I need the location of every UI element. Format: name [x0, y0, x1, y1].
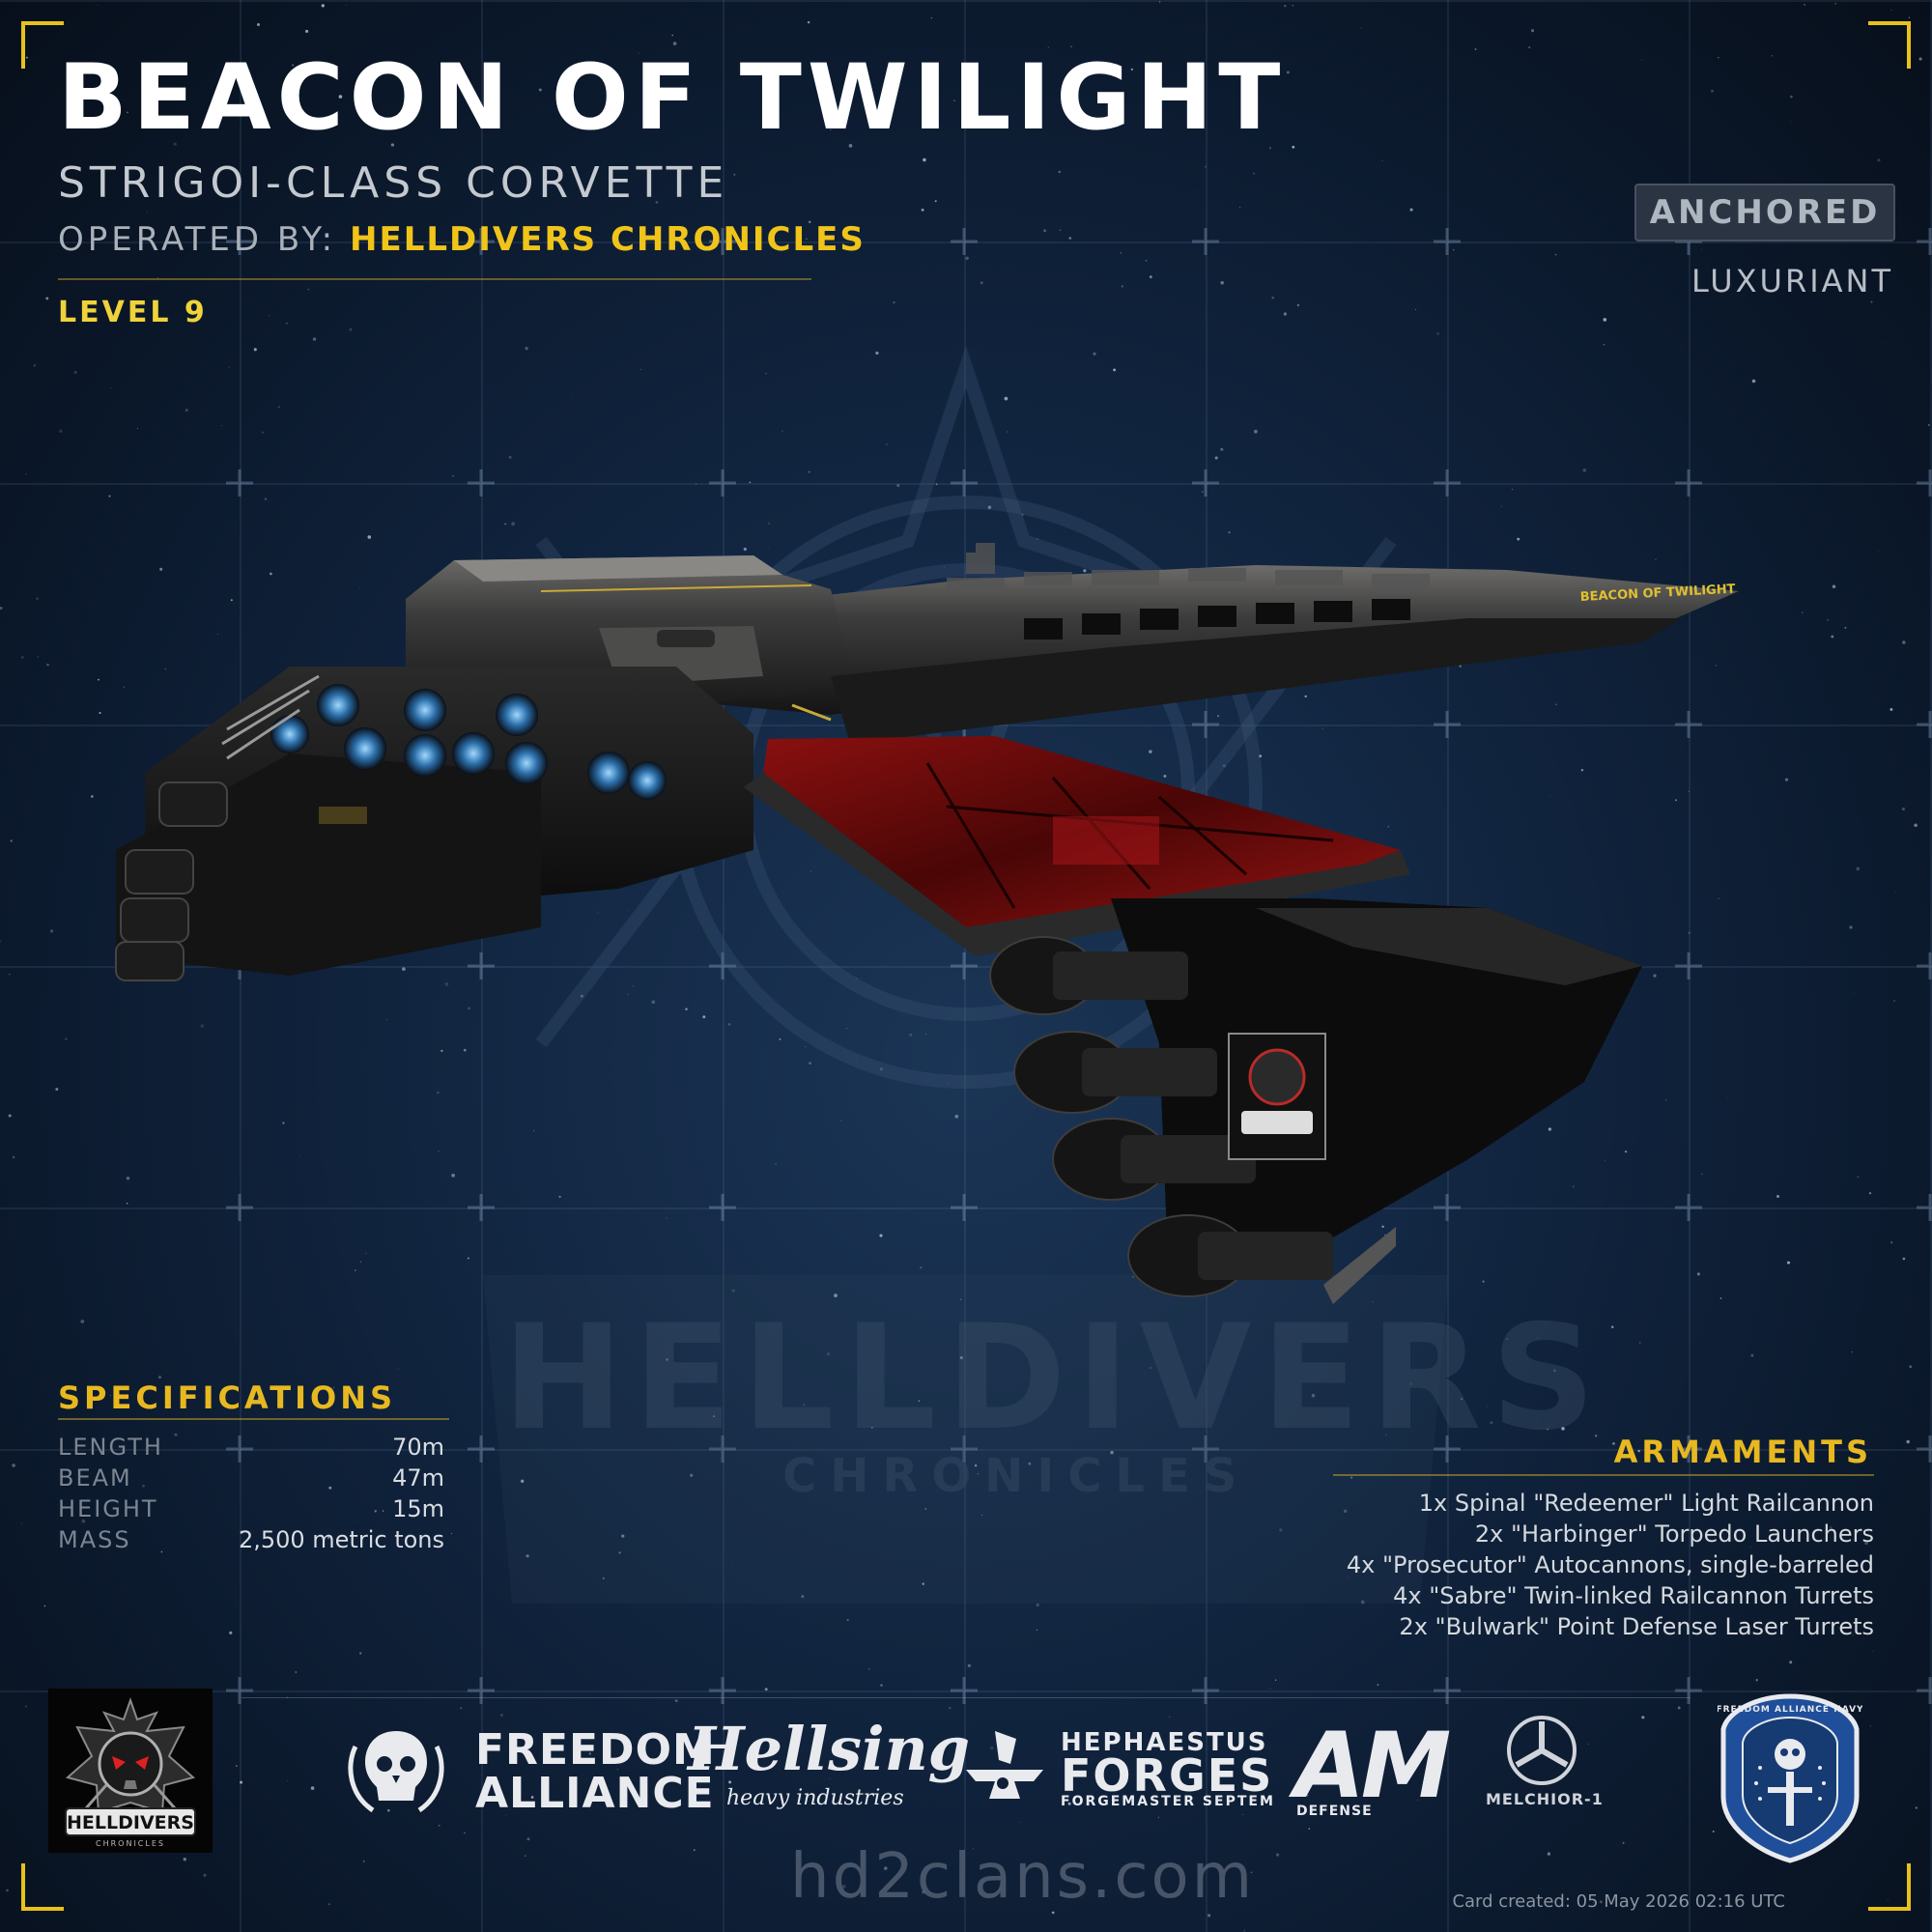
- corner-bracket-top-left: [21, 21, 64, 69]
- spec-label: HEIGHT: [58, 1495, 158, 1522]
- am-defense-logo-subtext: DEFENSE: [1296, 1804, 1373, 1819]
- spec-label: MASS: [58, 1526, 131, 1553]
- specifications-divider: [58, 1418, 449, 1420]
- status-badge: ANCHORED: [1634, 184, 1895, 242]
- spec-row-length: LENGTH 70m: [58, 1434, 444, 1461]
- site-watermark: hd2clans.com: [790, 1841, 1256, 1913]
- ship-main-hull: BEACON OF TWILIGHT: [115, 543, 1739, 981]
- watermark-subtext: CHRONICLES: [782, 1449, 1251, 1503]
- freedom-alliance-text-1: FREEDOM: [475, 1725, 716, 1775]
- armaments-heading: ARMAMENTS: [1613, 1434, 1872, 1470]
- hephaestus-text-3: FORGEMASTER SEPTEM: [1061, 1794, 1275, 1809]
- spec-value: 70m: [392, 1434, 444, 1461]
- armaments-divider: [1333, 1474, 1874, 1476]
- hellsing-logo-text: Hellsing: [688, 1714, 971, 1784]
- watermark-text: HELLDIVERS: [502, 1294, 1605, 1463]
- hephaestus-anvil-icon: [966, 1731, 1043, 1799]
- armament-item: 4x "Prosecutor" Autocannons, single-barr…: [1346, 1551, 1874, 1578]
- operated-by-line: OPERATED BY: HELLDIVERS CHRONICLES: [58, 220, 866, 259]
- ship-class: STRIGOI-CLASS CORVETTE: [58, 158, 729, 208]
- status-subtext: LUXURIANT: [1690, 263, 1893, 299]
- melchior-logo-text: MELCHIOR-1: [1486, 1790, 1604, 1808]
- spec-label: BEAM: [58, 1464, 132, 1492]
- header-divider: [58, 278, 811, 280]
- armament-item: 2x "Bulwark" Point Defense Laser Turrets: [1399, 1613, 1874, 1640]
- armament-item: 4x "Sabre" Twin-linked Railcannon Turret…: [1393, 1582, 1874, 1609]
- engine-nozzles: [270, 684, 667, 800]
- armament-item: 2x "Harbinger" Torpedo Launchers: [1474, 1520, 1874, 1548]
- ship-tail-section: [989, 898, 1642, 1304]
- helldivers-logo-subtext: CHRONICLES: [96, 1839, 165, 1848]
- armament-item: 1x Spinal "Redeemer" Light Railcannon: [1418, 1490, 1874, 1517]
- specifications-heading: SPECIFICATIONS: [58, 1379, 397, 1416]
- freedom-alliance-text-2: ALLIANCE: [475, 1769, 715, 1818]
- melchior-icon: [1507, 1716, 1577, 1785]
- spec-value: 2,500 metric tons: [238, 1526, 444, 1553]
- spec-row-mass: MASS 2,500 metric tons: [58, 1526, 444, 1553]
- footer-divider: [242, 1697, 1690, 1698]
- helldivers-chronicles-logo: HELLDIVERS CHRONICLES: [48, 1689, 213, 1853]
- hephaestus-text-1: HEPHAESTUS: [1061, 1728, 1268, 1757]
- operator-name: HELLDIVERS CHRONICLES: [350, 220, 866, 259]
- am-defense-logo-text: AM: [1294, 1714, 1451, 1819]
- ship-name-title: BEACON OF TWILIGHT: [58, 45, 1287, 151]
- hellsing-logo-subtext: heavy industries: [726, 1786, 904, 1810]
- freedom-alliance-logo: [348, 1731, 444, 1813]
- spec-value: 47m: [392, 1464, 444, 1492]
- helldivers-logo-text: HELLDIVERS: [67, 1812, 194, 1833]
- hull-emblem: [1228, 1033, 1326, 1160]
- navy-ring-text: FREEDOM ALLIANCE NAVY: [1718, 1705, 1862, 1715]
- hephaestus-text-2: FORGES: [1061, 1749, 1274, 1802]
- ship-red-wing: [744, 736, 1410, 956]
- card-created-timestamp: Card created: 05 May 2026 02:16 UTC: [1452, 1891, 1785, 1912]
- operated-by-label: OPERATED BY:: [58, 220, 337, 259]
- spec-row-beam: BEAM 47m: [58, 1464, 444, 1492]
- corner-bracket-top-right: [1868, 21, 1911, 69]
- spec-row-height: HEIGHT 15m: [58, 1495, 444, 1522]
- spec-value: 15m: [392, 1495, 444, 1522]
- corner-bracket-bottom-left: [21, 1863, 64, 1911]
- corner-bracket-bottom-right: [1868, 1863, 1911, 1911]
- ship-level: LEVEL 9: [58, 296, 208, 329]
- spec-label: LENGTH: [58, 1434, 163, 1461]
- armaments-list: 1x Spinal "Redeemer" Light Railcannon 2x…: [1347, 1488, 1874, 1642]
- freedom-alliance-navy-badge: FREEDOM ALLIANCE NAVY: [1718, 1693, 1862, 1863]
